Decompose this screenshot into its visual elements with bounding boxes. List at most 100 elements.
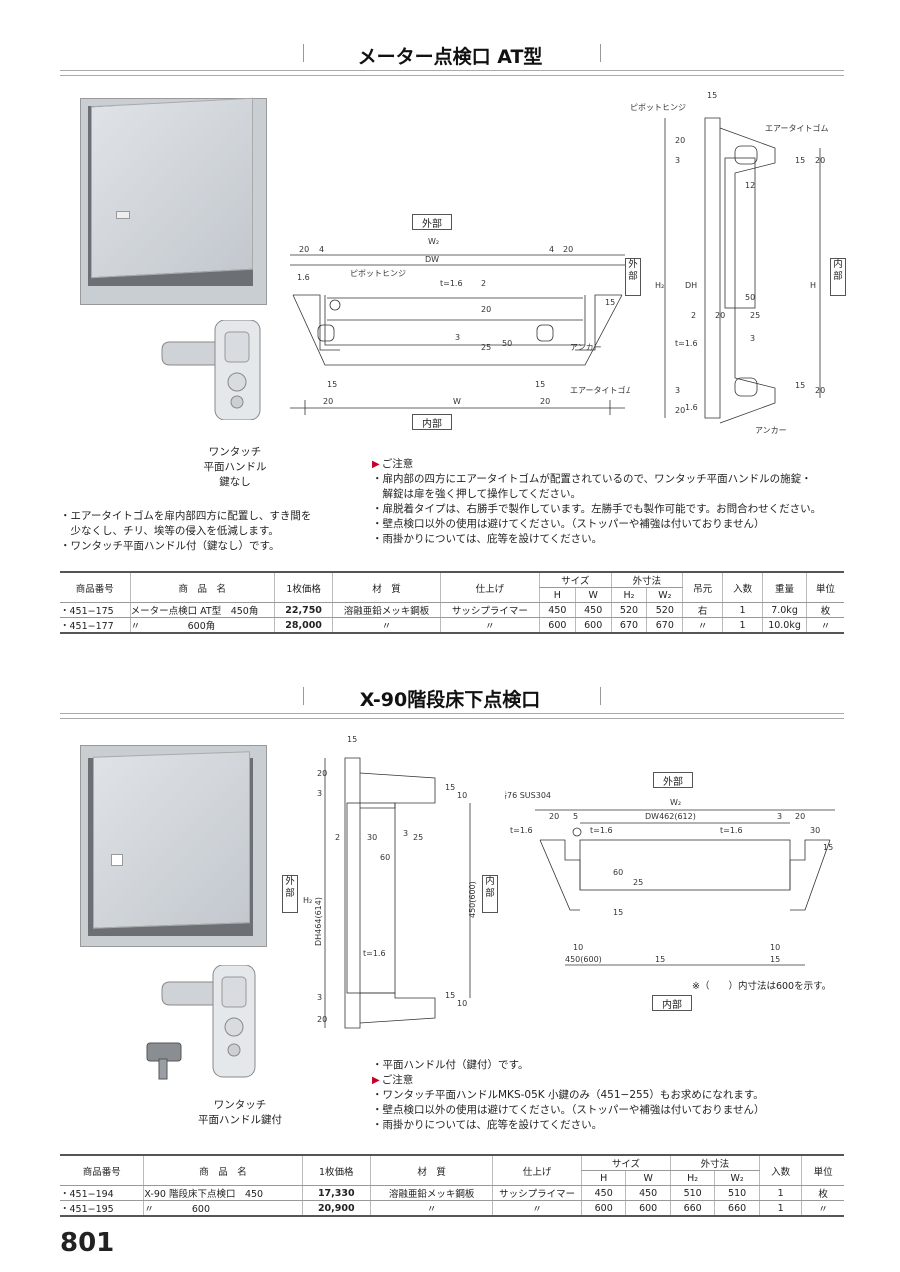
dim-label: 20 [675,406,685,415]
handle-caption: ワンタッチ 平面ハンドル 鍵なし [203,446,267,488]
dim-label: 15 [770,955,780,964]
dim-label: 25 [413,833,423,842]
dim-label: 60 [613,868,623,877]
dim-label: 15 [445,991,455,1000]
dim-label: 20 [323,397,333,406]
dim-label: H₂ [303,896,312,905]
side-label-inner: 内部 [830,258,846,296]
material-label: 角丁番76 SUS304 [505,790,551,800]
section1-side-diagram: 15 エアータイトゴム ピボットヒンジ 12 15 20 3 20 H₂ DH … [630,91,829,435]
dim-label: 20 [795,812,805,821]
dim-label: W₂ [670,798,681,807]
dim-label: 25 [633,878,643,887]
section2-frame-diagram: 角丁番76 SUS304 W₂ DW462(612) 20 5 3 20 t=1… [505,790,835,966]
label-outer: 外部 [412,214,452,230]
dim-label: 15 [795,156,805,165]
dim-label: 3 [777,812,782,821]
page-number: 801 [60,1228,115,1258]
dim-label: 450(600) [565,955,602,964]
dim-label: 20 [299,245,309,254]
product-photo-handle [160,319,270,421]
dim-label: DW [425,255,439,264]
dim-label: t=1.6 [720,826,743,835]
product-photo-door [80,97,267,305]
label2-outer: 外部 [653,772,693,788]
dim-label: 1.6 [297,273,310,282]
dim-label: 3 [403,829,408,838]
section1-rule [60,70,844,76]
dim-label: 20 [317,1015,327,1024]
dim-label: DH [685,281,697,290]
dim-label: DH464(614) [314,897,323,946]
dim-label: 20 [549,812,559,821]
dim-label: 3 [317,993,322,1002]
anchor-label: アンカー [570,343,602,352]
section1-spec-table: 商品番号 商 品 名 1枚価格 材 質 仕上げ サイズ 外寸法 吊元 入数 重量… [60,571,844,634]
dim-label: 10 [770,943,780,952]
dim-label: 10 [457,791,467,800]
dim-label: 20 [815,386,825,395]
table-row: ・451−175 メーター点検口 AT型 450角 22,750 溶融亜鉛メッキ… [60,602,844,618]
dim-label: 15 [605,298,615,307]
section1-frame-diagram: 20 4 W₂ DW 4 20 1.6 t=1.6 2 15 20 50 3 2… [290,237,630,415]
dim-label: 15 [613,908,623,917]
dim-label: W₂ [428,237,439,246]
side-label-outer: 外部 [625,258,641,296]
dim-label: 12 [745,181,755,190]
table-row: ・451−195 〃 600 20,900 〃 〃 600 600 660 66… [60,1200,844,1217]
dim-label: 3 [317,789,322,798]
airtight-label-2: エアータイトゴム [765,123,829,133]
dim-label: t=1.6 [363,949,386,958]
airtight-label: エアータイトゴム [570,385,630,395]
dim-label: 5 [573,812,578,821]
dim-label: 20 [563,245,573,254]
handle-key-caption: ワンタッチ 平面ハンドル鍵付 [198,1099,282,1126]
dim-label: 2 [335,833,340,842]
side2-label-outer: 外部 [282,875,298,913]
dim-label: 450(600) [468,881,477,918]
pivot-label: ピボットヒンジ [350,269,406,278]
dim-label: 15 [707,91,717,100]
dim-label: W [453,397,461,406]
pivot-label-2: ピボットヒンジ [630,103,686,112]
dim-label: t=1.6 [675,339,698,348]
dim-label: 20 [317,769,327,778]
dim-label: 4 [549,245,554,254]
section2-footnote: ※（ ）内寸法は600を示す。 [692,981,832,992]
section1-title: メーター点検口 AT型 [357,46,543,68]
dim-label: 3 [750,334,755,343]
table-row: ・451−194 X-90 階段床下点検口 450 17,330 溶融亜鉛メッキ… [60,1185,844,1201]
section2-notes: ・平面ハンドル付（鍵付）です。 ▶ご注意 ・ワンタッチ平面ハンドルMKS-05K… [372,1059,765,1131]
dim-label: 25 [750,311,760,320]
dim-label: 20 [540,397,550,406]
product-photo-door-2 [80,745,267,947]
dim-label: 50 [745,293,755,302]
table-row: ・451−177 〃 600角 28,000 〃 〃 600 600 670 6… [60,617,844,634]
side2-label-inner: 内部 [482,875,498,913]
product-photo-handle-key [145,964,270,1080]
dim-label: 15 [823,843,833,852]
dim-label: 15 [347,735,357,744]
section2-spec-table: 商品番号 商 品 名 1枚価格 材 質 仕上げ サイズ 外寸法 入数 単位 H … [60,1154,844,1217]
dim-label: 10 [457,999,467,1008]
dim-label: 15 [655,955,665,964]
dim-label: 15 [795,381,805,390]
dim-label: 30 [367,833,377,842]
label-inner: 内部 [412,414,452,430]
title2-divider-right [600,687,601,705]
title2-divider-left [303,687,304,705]
dim-label: 20 [481,305,491,314]
dim-label: 20 [675,136,685,145]
label2-inner: 内部 [652,995,692,1011]
title-divider-right [600,44,601,62]
anchor-label-2: アンカー [755,426,787,435]
dim-label: 2 [691,311,696,320]
section1-features: ・エアータイトゴムを扉内部四方に配置し、すき間を 少なくし、チリ、埃等の侵入を低… [60,510,312,552]
dim-label: 30 [810,826,820,835]
dim-label: t=1.6 [590,826,613,835]
section2-title: X-90階段床下点検口 [359,689,541,711]
dim-label: H₂ [655,281,664,290]
dim-label: 15 [535,380,545,389]
dim-label: 20 [815,156,825,165]
dim-label: 25 [481,343,491,352]
